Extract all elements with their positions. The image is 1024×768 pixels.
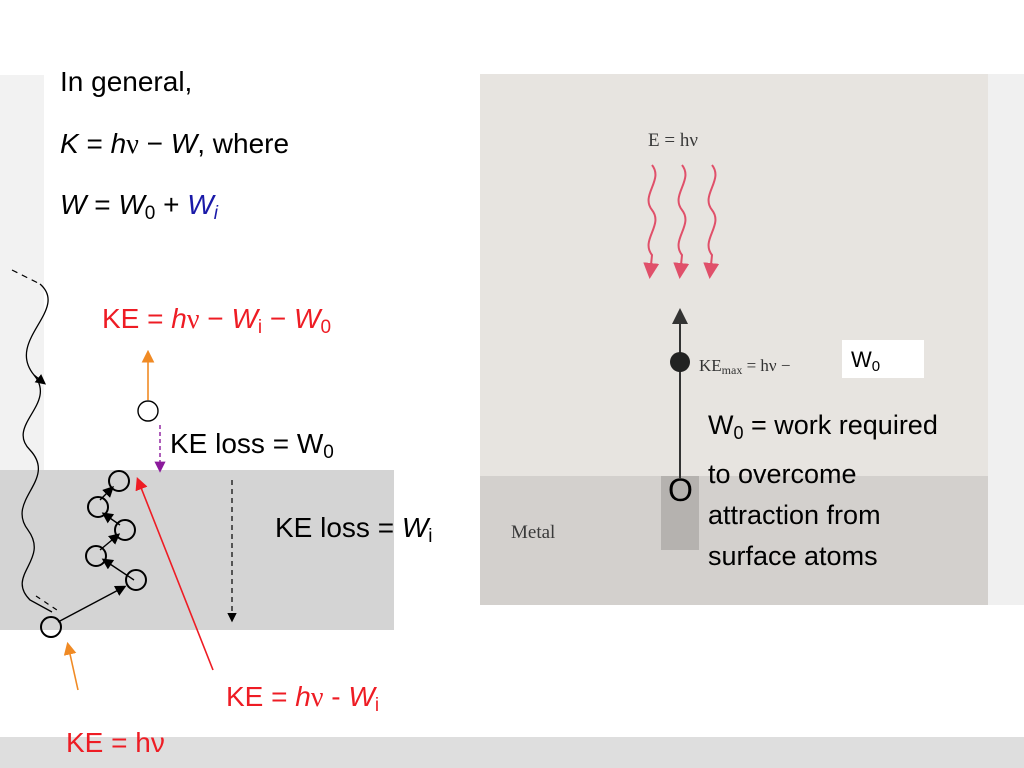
photon-waves-right (643, 164, 720, 279)
electron-circle (125, 569, 147, 591)
ke-inside-label: KE = hν - Wi (226, 681, 380, 716)
ejected-electron-dot (670, 352, 690, 372)
ke-max-label: KEmax = hν − (699, 356, 791, 377)
ke-total-label: KE = hν − Wi − W0 (102, 303, 332, 338)
photon-energy-label: E = hν (648, 130, 698, 151)
electron-circle (85, 545, 107, 567)
w0-box-label: W0 (851, 347, 881, 375)
right-edge-strip (988, 74, 1024, 605)
equation-k: K = hν − W, where (60, 128, 290, 160)
electron-circle (40, 616, 62, 638)
ke-loss-wi-label: KE loss = Wi (275, 512, 433, 547)
bottom-bar (0, 737, 1024, 768)
electron-circles (40, 470, 147, 638)
ke-hv-label: KE = hν (66, 727, 165, 758)
w0-box (842, 340, 924, 378)
photon-wave-left (11, 269, 61, 613)
ke-inside-pointer (135, 477, 214, 671)
electron-channel (661, 476, 699, 550)
metal-region-left (0, 470, 394, 630)
electron-path (57, 486, 135, 623)
equation-w: W = W0 + Wi (60, 189, 218, 224)
electron-circle (114, 519, 136, 541)
escaped-electron-circle (137, 400, 159, 422)
electron-circle (108, 470, 130, 492)
electron-circle (87, 496, 109, 518)
ke-loss-w0-label: KE loss = W0 (170, 428, 334, 463)
metal-label: Metal (511, 522, 556, 543)
heading-in-general: In general, (60, 66, 193, 97)
metal-region-right (480, 476, 988, 605)
w0-description: W0 = work required to overcome attractio… (708, 410, 938, 571)
ke-hv-pointer (63, 641, 79, 691)
